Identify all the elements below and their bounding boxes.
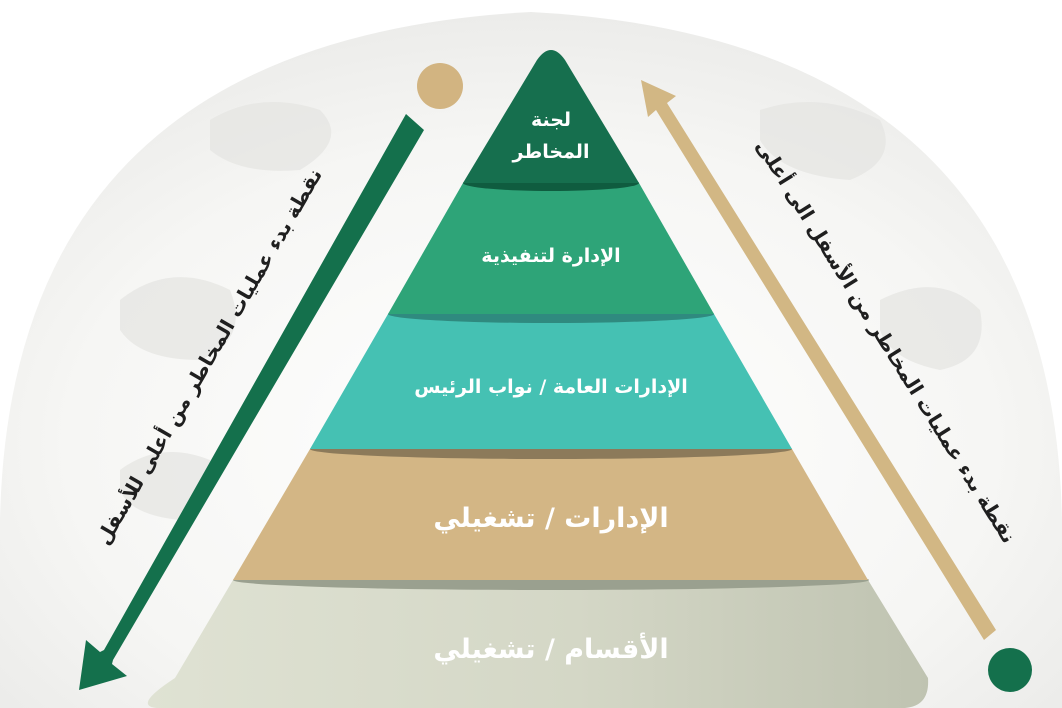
tier-3-shape [310, 314, 792, 449]
right-start-dot [988, 648, 1032, 692]
tier-1-apex [463, 50, 639, 183]
tier-2-shape [388, 183, 714, 314]
tier-4-shape [233, 449, 868, 580]
tier-5-label: الأقسام / تشغيلي [433, 632, 668, 665]
left-down-arrow [79, 114, 424, 690]
tier-5-base [147, 580, 929, 708]
right-up-arrow [641, 80, 996, 640]
tier-2-label: الإدارة لتنفيذية [481, 245, 620, 267]
tier-1-label-line-2: المخاطر [512, 141, 590, 163]
pyramid: لجنة المخاطر الإدارة لتنفيذية الإدارات ا… [147, 50, 929, 708]
tier-1-label-line-1: لجنة [531, 109, 571, 131]
tier-3-label: الإدارات العامة / نواب الرئيس [414, 376, 688, 398]
left-start-dot [417, 63, 463, 109]
tier-4-label: الإدارات / تشغيلي [433, 503, 668, 534]
